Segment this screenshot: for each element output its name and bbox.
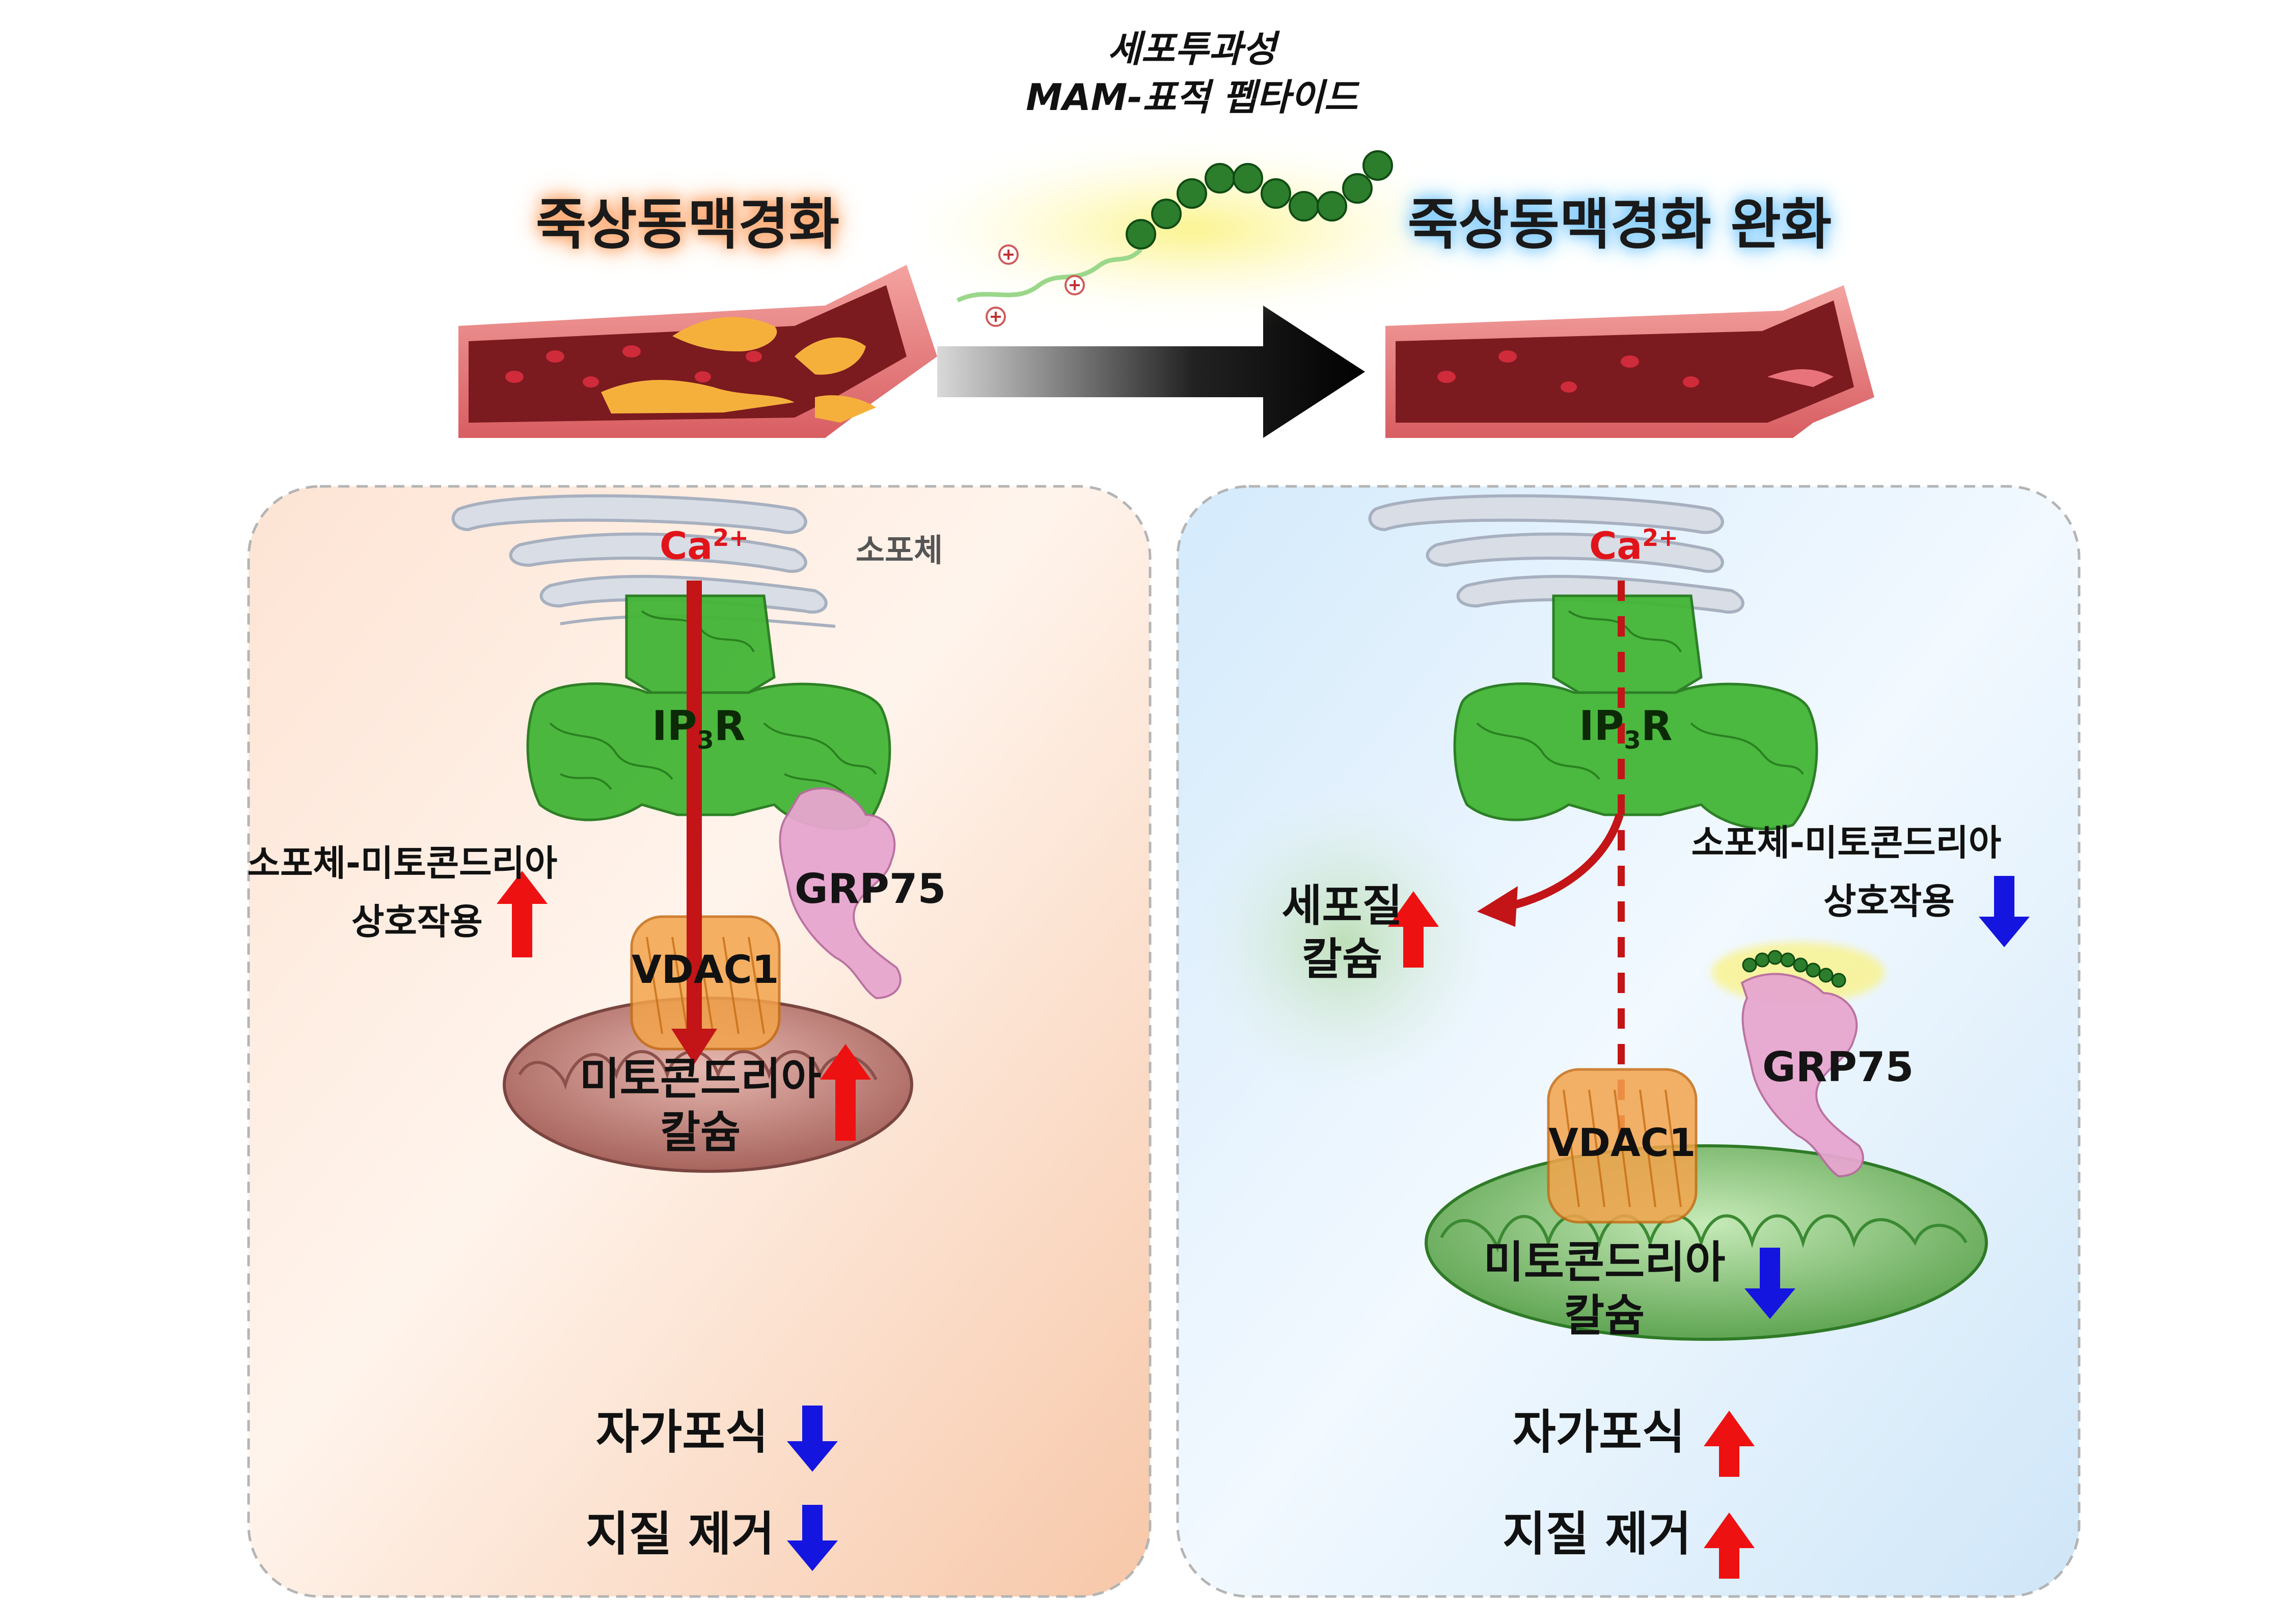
left-interaction-line2: 상호작용 bbox=[351, 901, 483, 943]
grp75-left-icon bbox=[779, 787, 902, 1000]
vdac1-label-right: VDAC1 bbox=[1548, 1120, 1696, 1165]
left-autophagy: 자가포식 bbox=[596, 1405, 769, 1460]
vdac1-left-icon bbox=[630, 915, 781, 1051]
grp75-label-right: GRP75 bbox=[1762, 1043, 1914, 1091]
down-arrow-icon bbox=[787, 876, 2030, 1571]
left-mito-line2: 칼슘 bbox=[660, 1107, 741, 1158]
transition-arrow-icon bbox=[937, 306, 1365, 438]
right-title: 죽상동맥경화 완화 bbox=[1407, 193, 1832, 257]
ca-flux-arrow-left-icon bbox=[671, 581, 717, 1064]
right-lipid-removal: 지질 제거 bbox=[1503, 1507, 1691, 1561]
left-lipid-removal: 지질 제거 bbox=[586, 1507, 775, 1561]
ip3r-label-right: IP3R bbox=[1579, 702, 1673, 755]
up-arrow-icon bbox=[497, 871, 1755, 1579]
peptide-chain-icon bbox=[907, 143, 1477, 327]
ca-cytosol-arrow-icon bbox=[1477, 813, 1624, 927]
vdac1-right-icon bbox=[1547, 1068, 1698, 1224]
right-autophagy: 자가포식 bbox=[1513, 1405, 1685, 1460]
ca-label-left: Ca2+ bbox=[660, 524, 749, 568]
right-cyto-line1: 세포질 bbox=[1281, 880, 1403, 931]
right-mito-line2: 칼슘 bbox=[1564, 1290, 1645, 1341]
vdac1-label-left: VDAC1 bbox=[632, 947, 779, 992]
blood-vessel-healthy-icon bbox=[1385, 285, 1874, 438]
ip3r-right-icon bbox=[1453, 594, 1818, 831]
right-interaction-line2: 상호작용 bbox=[1823, 880, 1955, 922]
left-interaction-line1: 소포체-미토콘드리아 bbox=[247, 842, 558, 884]
grp75-right-icon bbox=[1711, 942, 1885, 1178]
ca-label-right: Ca2+ bbox=[1589, 524, 1678, 568]
ip3r-label-left: IP3R bbox=[652, 702, 746, 755]
right-interaction-line1: 소포체-미토콘드리아 bbox=[1691, 822, 2002, 864]
peptide-label-line1: 세포투과성 bbox=[1107, 27, 1276, 70]
cytosol-glow bbox=[1192, 789, 1497, 1095]
left-mito-line1: 미토콘드리아 bbox=[579, 1054, 822, 1105]
left-title: 죽상동맥경화 bbox=[535, 193, 840, 257]
er-right-icon bbox=[1368, 494, 1744, 614]
right-cyto-line2: 칼슘 bbox=[1301, 934, 1383, 985]
er-label-left: 소포체 bbox=[856, 532, 943, 569]
grp75-label-left: GRP75 bbox=[795, 865, 946, 913]
right-mito-line1: 미토콘드리아 bbox=[1483, 1237, 1726, 1288]
blood-vessel-plaque-icon bbox=[458, 265, 937, 438]
peptide-label-line2: MAM-표적 펩타이드 bbox=[1026, 76, 1358, 119]
